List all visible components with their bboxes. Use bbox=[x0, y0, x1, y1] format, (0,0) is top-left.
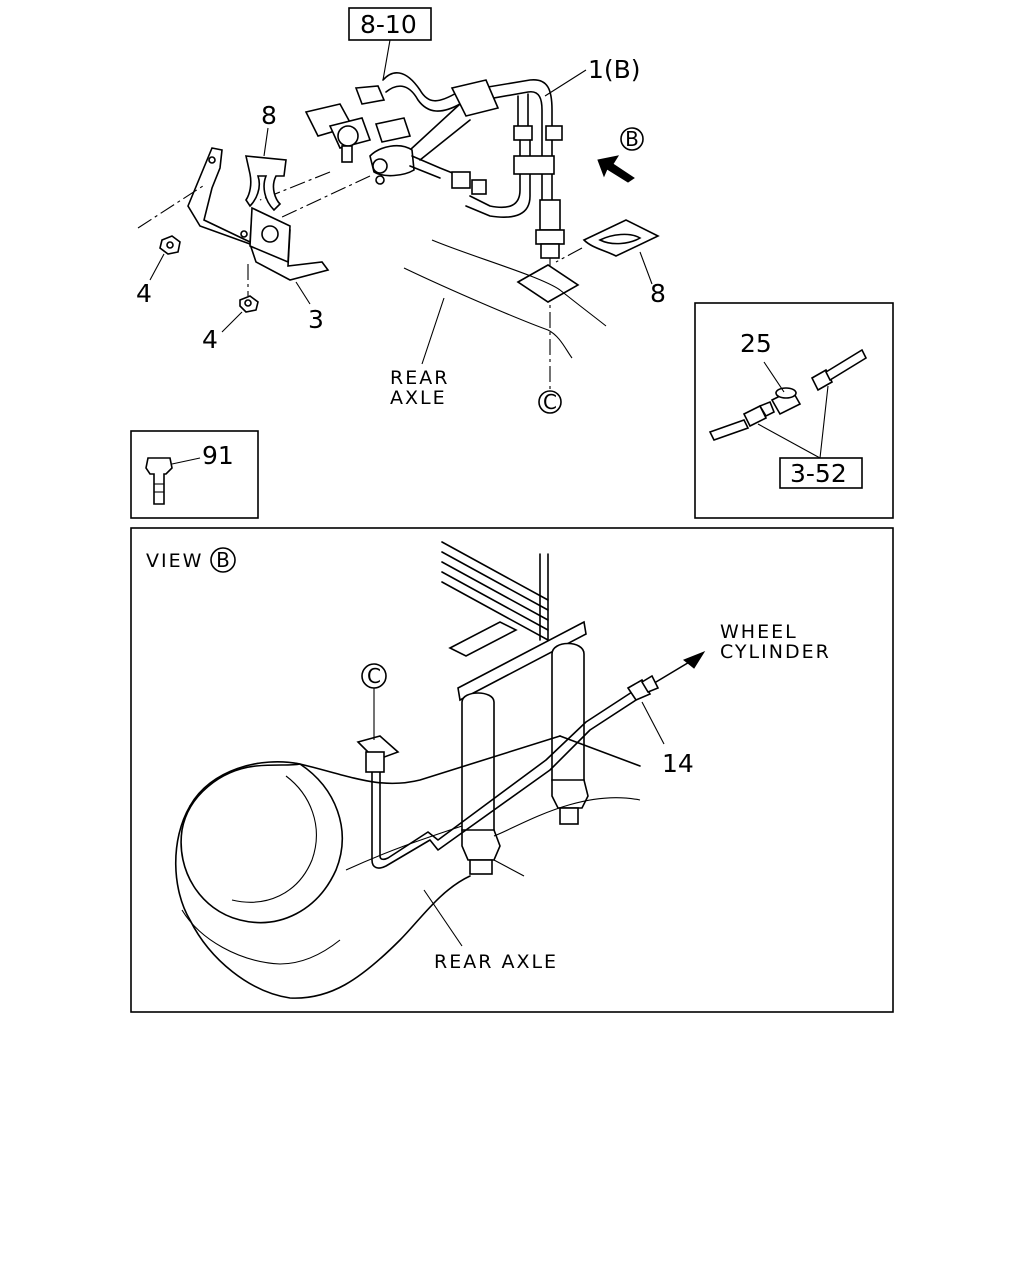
rear-axle-top-line1: REAR bbox=[390, 367, 449, 389]
wheel-cylinder-arrow-icon bbox=[683, 650, 706, 669]
part-91-label: 91 bbox=[202, 441, 234, 470]
axle-housing bbox=[174, 735, 641, 999]
nut-4-lower: 4 bbox=[202, 295, 259, 354]
part-4-left-label: 4 bbox=[136, 279, 152, 308]
part-25-label: 25 bbox=[740, 329, 772, 358]
clip-8-upper: 8 bbox=[244, 101, 287, 212]
leaf-spring bbox=[441, 541, 549, 657]
view-label-marker: B bbox=[216, 548, 230, 572]
ref-3-52-label: 3-52 bbox=[790, 459, 847, 488]
part-4-lower-label: 4 bbox=[202, 325, 218, 354]
view-label-circle-icon bbox=[210, 547, 236, 573]
part-1b-label: 1(B) bbox=[588, 55, 641, 84]
view-b-marker: B bbox=[625, 127, 639, 151]
bracket-3: 3 bbox=[137, 147, 330, 334]
rear-axle-view-label: REAR AXLE bbox=[434, 951, 558, 973]
c-marker-top: C bbox=[543, 390, 557, 414]
rear-axle-top: REAR AXLE bbox=[390, 239, 607, 409]
ref-3-52-box bbox=[779, 457, 863, 489]
c-marker-top-icon bbox=[538, 390, 562, 414]
connector-cluster bbox=[259, 85, 487, 219]
wheel-cylinder-line2: CYLINDER bbox=[720, 641, 831, 663]
union-25-panel: 25 3-52 bbox=[694, 302, 894, 519]
flare-nut-icon bbox=[742, 404, 768, 428]
brake-pipe-bundle bbox=[382, 72, 565, 390]
part-8-upper-label: 8 bbox=[261, 101, 277, 130]
u-bolt-assembly bbox=[457, 620, 641, 877]
nut-4-left: 4 bbox=[136, 235, 181, 308]
view-b-circle-icon bbox=[620, 127, 644, 151]
view-label: VIEW bbox=[146, 550, 203, 572]
arrow-view-b-icon bbox=[597, 155, 635, 183]
view-b-panel: VIEW B bbox=[130, 527, 894, 1013]
bolt-91-panel: 91 bbox=[130, 430, 259, 519]
ref-8-10-box bbox=[348, 7, 432, 41]
part-8-right-label: 8 bbox=[650, 279, 666, 308]
part-3-label: 3 bbox=[308, 305, 324, 334]
ref-8-10-label: 8-10 bbox=[360, 10, 417, 39]
top-assembly: 8-10 bbox=[136, 7, 666, 414]
wheel-cylinder-line1: WHEEL bbox=[720, 621, 798, 643]
c-marker-view: C bbox=[367, 664, 381, 688]
brake-pipe-14: 14 bbox=[356, 650, 706, 869]
part-14-label: 14 bbox=[662, 749, 694, 778]
rear-axle-top-line2: AXLE bbox=[390, 387, 447, 409]
clip-8-right: 8 bbox=[555, 219, 666, 308]
bolt-icon bbox=[145, 457, 173, 505]
